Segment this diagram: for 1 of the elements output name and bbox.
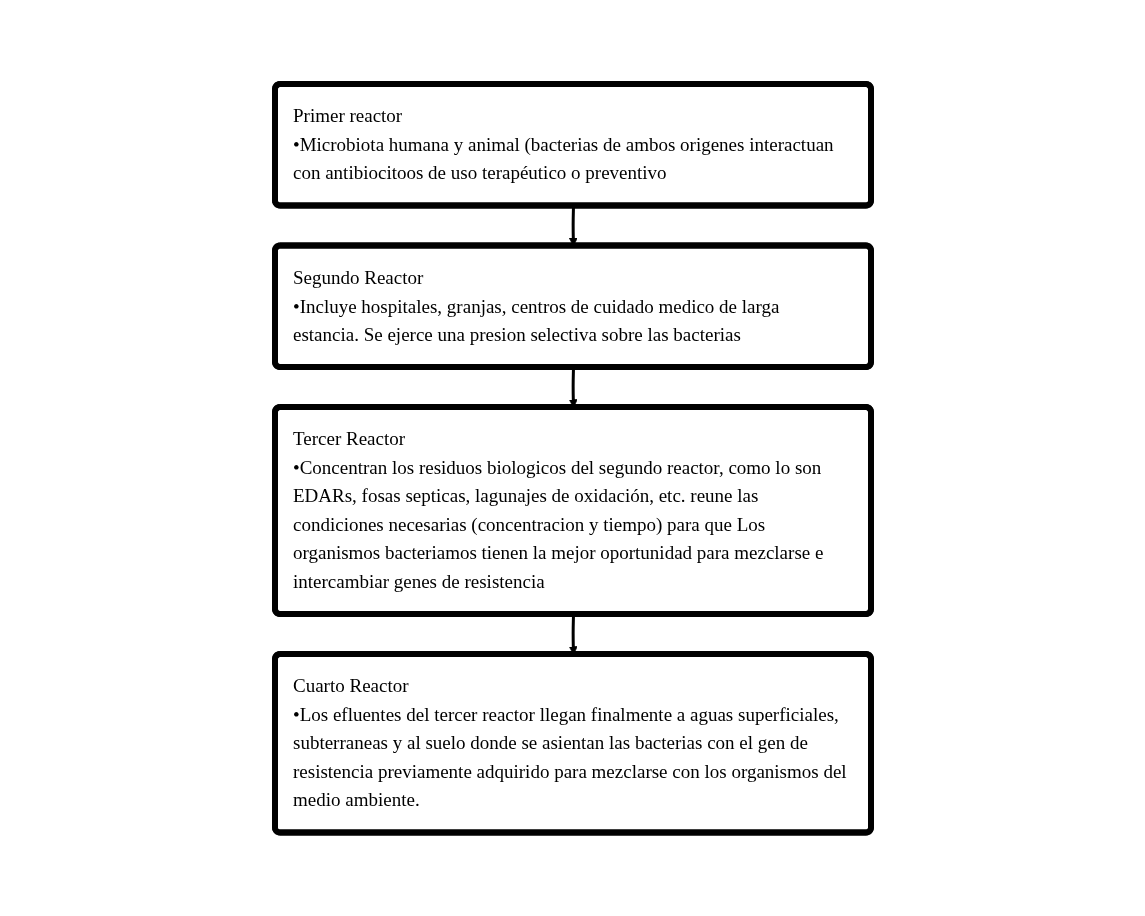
- node-text: Tercer Reactor •Concentran los residuos biologicos del segundo reactor, como lo son EDARs, fosas septicas, lagunajes de oxidación, etc. reune las condiciones necesarias (concentracion y tiempo) para que Los organismos bacteriamos tienen la mejor oportunidad para mezclarse e intercambiar genes de resistencia: [292, 427, 823, 592]
